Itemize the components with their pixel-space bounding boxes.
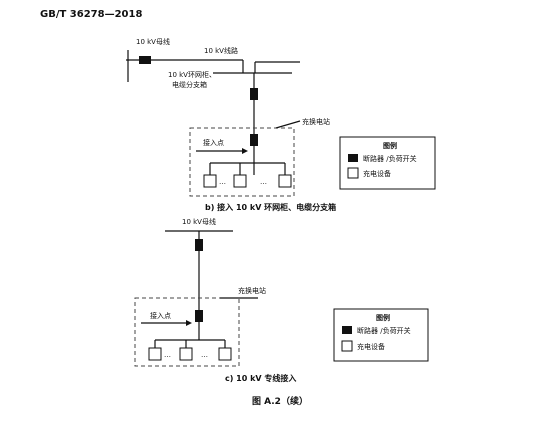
arrow-head-icon (242, 148, 248, 154)
charger-box-c-3 (218, 347, 232, 361)
charger-box-b-1 (203, 174, 217, 188)
station-label-b: 充换电站 (302, 117, 330, 126)
diagram-c: 10 kV母线 充换电站 接入点 … … c) 10 kV 专线接入 (134, 217, 296, 383)
ellipsis-c-2: … (201, 351, 208, 359)
legend-breaker-label-c: 断路器 /负荷开关 (357, 326, 411, 335)
station-label-c: 充换电站 (238, 286, 266, 295)
charger-box-b-3 (278, 174, 292, 188)
cabinet-label-2-b: 电缆分支箱 (172, 80, 207, 89)
station-boundary-b (189, 127, 295, 197)
legend-b: 图例 断路器 /负荷开关 充电设备 (339, 136, 436, 190)
arrow-head-icon (186, 320, 192, 326)
station-leader-b (275, 120, 301, 129)
breaker-icon (195, 239, 203, 251)
legend-c: 图例 断路器 /负荷开关 充电设备 (333, 308, 429, 362)
charger-icon (341, 340, 353, 352)
ellipsis-b-2: … (260, 178, 267, 186)
ellipsis-c-1: … (164, 351, 171, 359)
legend-box-b (339, 136, 436, 190)
breaker-icon (139, 56, 151, 64)
diagram-b: 10 kV母线 10 kV线路 10 kV环网柜、 电缆分支箱 充换电站 接入点 (126, 37, 336, 212)
legend-title-c: 图例 (376, 313, 390, 322)
breaker-icon (250, 88, 258, 100)
legend-charger-label-b: 充电设备 (363, 169, 391, 178)
line-label-b: 10 kV线路 (204, 46, 238, 55)
bus-label-b: 10 kV母线 (136, 37, 170, 46)
breaker-icon (195, 310, 203, 322)
legend-box-c (333, 308, 429, 362)
charger-box-b-2 (233, 174, 247, 188)
ellipsis-b-1: … (219, 178, 226, 186)
caption-b: b) 接入 10 kV 环网柜、电缆分支箱 (205, 202, 336, 212)
bus-label-c: 10 kV母线 (182, 217, 216, 226)
breaker-icon (348, 154, 358, 162)
legend-charger-label-c: 充电设备 (357, 342, 385, 351)
access-point-label-b: 接入点 (203, 138, 224, 147)
station-boundary-c (134, 297, 240, 367)
access-point-label-c: 接入点 (150, 311, 171, 320)
caption-c: c) 10 kV 专线接入 (225, 373, 296, 383)
legend-breaker-label-b: 断路器 /负荷开关 (363, 154, 417, 163)
breaker-icon (250, 134, 258, 146)
standard-number: GB/T 36278—2018 (40, 9, 142, 20)
charger-box-c-1 (148, 347, 162, 361)
breaker-icon (342, 326, 352, 334)
charger-box-c-2 (179, 347, 193, 361)
figure-caption: 图 A.2（续） (252, 395, 308, 407)
legend-title-b: 图例 (383, 141, 397, 150)
charger-icon (347, 167, 359, 179)
cabinet-label-1-b: 10 kV环网柜、 (168, 70, 216, 79)
